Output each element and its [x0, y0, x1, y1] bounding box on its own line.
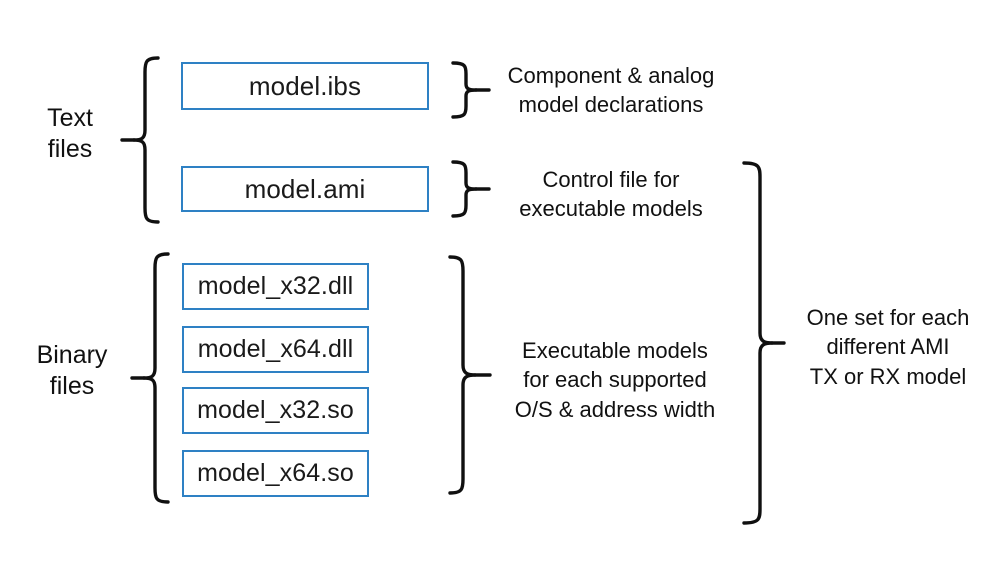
group-label-binary-files: Binary files — [36, 341, 108, 400]
file-box-model-ibs[interactable]: model.ibs — [181, 62, 429, 110]
annotation-ami-note: Control file for executable models — [519, 167, 703, 222]
file-box-model-x32-so[interactable]: model_x32.so — [182, 387, 369, 434]
text-files-left-brace — [118, 54, 162, 226]
annotation-ibs-note: Component & analog model declarations — [507, 63, 715, 118]
file-box-model-x64-so[interactable]: model_x64.so — [182, 450, 369, 497]
file-box-model-x32-dll[interactable]: model_x32.dll — [182, 263, 369, 310]
annotation-overall-note: One set for each different AMI TX or RX … — [806, 305, 970, 389]
annotation-binary-note: Executable models for each supported O/S… — [514, 338, 716, 422]
file-box-model-x64-dll[interactable]: model_x64.dll — [182, 326, 369, 373]
overall-right-brace — [730, 158, 786, 532]
binary-files-right-brace — [446, 252, 498, 504]
binary-files-left-brace — [128, 250, 172, 506]
group-label-text-files: Text files — [47, 104, 93, 163]
file-box-model-ami[interactable]: model.ami — [181, 166, 429, 212]
